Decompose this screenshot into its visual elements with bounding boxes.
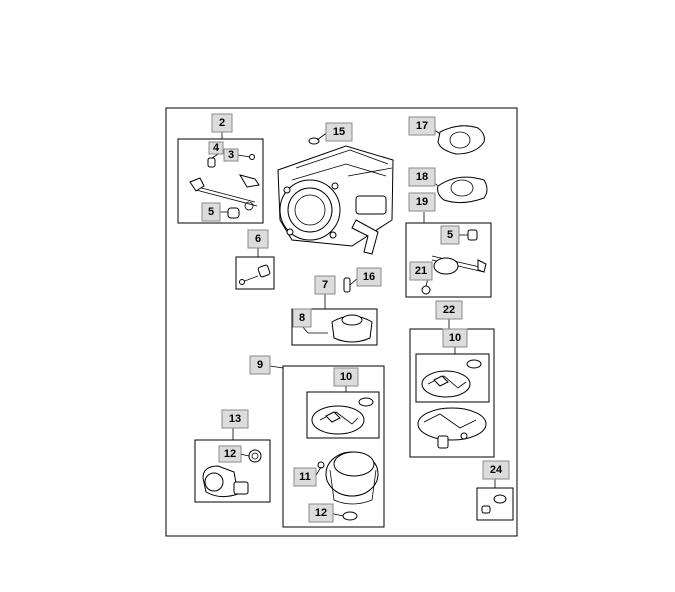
gasket-parts — [437, 125, 488, 204]
callout-18-label: 18 — [416, 171, 428, 183]
callout-4-label: 4 — [213, 142, 220, 154]
callout-10a: 10 — [333, 367, 359, 387]
callout-10a-label: 10 — [340, 371, 352, 383]
callout-7: 7 — [314, 275, 336, 295]
callout-7-label: 7 — [322, 279, 328, 291]
callout-24: 24 — [482, 460, 510, 480]
callout-11-label: 11 — [299, 471, 311, 483]
choke-shaft-parts — [421, 229, 487, 295]
callout-10b-label: 10 — [449, 332, 461, 344]
callout-15: 15 — [325, 122, 353, 142]
group-6-frame — [235, 256, 275, 290]
carburetor-body — [277, 137, 394, 255]
diagram-border — [165, 107, 518, 537]
callout-18: 18 — [408, 167, 436, 187]
callout-16: 16 — [356, 267, 382, 287]
throttle-shaft-parts — [189, 154, 260, 219]
callout-21: 21 — [409, 261, 433, 281]
callout-22-label: 22 — [443, 304, 455, 316]
callout-4: 4 — [208, 141, 224, 155]
group-10a-frame — [306, 391, 380, 439]
group-19-frame — [405, 222, 492, 298]
callout-13: 13 — [221, 409, 249, 429]
callout-3-label: 3 — [228, 149, 234, 161]
washer-screw-part — [481, 494, 507, 514]
float-needle-parts — [308, 277, 373, 343]
callout-8-label: 8 — [299, 312, 305, 324]
callout-15-label: 15 — [333, 126, 345, 138]
group-2-frame — [177, 138, 264, 224]
callout-24-label: 24 — [490, 464, 503, 476]
callout-8: 8 — [292, 308, 312, 328]
callout-3: 3 — [223, 148, 239, 162]
group-10b-frame — [415, 353, 490, 403]
callout-13-label: 13 — [229, 413, 241, 425]
group-13-frame — [194, 439, 271, 503]
callout-12b-label: 12 — [315, 507, 327, 519]
callout-5b-label: 5 — [447, 229, 453, 241]
callout-19-label: 19 — [416, 196, 428, 208]
callout-19: 19 — [408, 192, 436, 212]
group-9-frame — [282, 365, 385, 528]
callout-2-label: 2 — [219, 117, 225, 129]
callout-9-label: 9 — [257, 359, 263, 371]
callout-10b: 10 — [442, 328, 468, 348]
float-kit-parts-a — [311, 397, 379, 521]
callout-6: 6 — [247, 229, 269, 249]
group-7-frame — [291, 308, 378, 346]
callout-22: 22 — [435, 300, 463, 320]
callout-16-label: 16 — [363, 271, 375, 283]
solenoid-part — [202, 449, 262, 498]
callout-5a: 5 — [201, 202, 221, 222]
callout-2: 2 — [211, 113, 233, 133]
callout-11: 11 — [293, 467, 317, 487]
callout-17: 17 — [408, 116, 436, 136]
group-24-frame — [476, 487, 514, 521]
callout-12a: 12 — [218, 445, 242, 463]
float-kit-parts-b — [417, 359, 487, 449]
callout-21-label: 21 — [415, 265, 427, 277]
callout-5b: 5 — [440, 225, 460, 245]
callout-12b: 12 — [308, 503, 334, 523]
idle-screw-part — [239, 264, 271, 285]
callout-5a-label: 5 — [208, 206, 214, 218]
callout-6-label: 6 — [255, 233, 261, 245]
callout-12a-label: 12 — [224, 448, 236, 460]
callout-17-label: 17 — [416, 120, 428, 132]
callout-9: 9 — [249, 355, 271, 375]
